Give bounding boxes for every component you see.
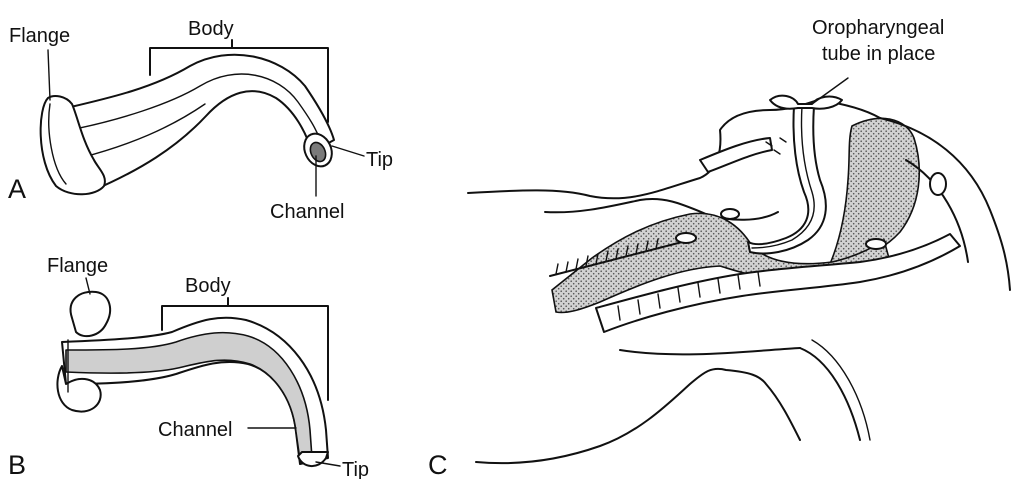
panel-a-tip-leader <box>332 146 364 156</box>
panel-c: Oropharyngeal tube in place C <box>428 17 1010 479</box>
panel-c-caption-line1: Oropharyngeal <box>812 17 944 39</box>
panel-b-body-label: Body <box>185 275 231 297</box>
panel-b: Flange Body Channel Tip B <box>8 255 369 479</box>
panel-a-flange-label: Flange <box>9 25 70 47</box>
panel-b-letter: B <box>8 450 26 479</box>
tube-in-place <box>748 106 826 254</box>
panel-c-sagittal-head-drawing <box>468 96 1010 464</box>
panel-c-letter: C <box>428 450 448 479</box>
panel-a: Flange Body Tip Channel A <box>8 18 393 223</box>
panel-b-flange-label: Flange <box>47 255 108 277</box>
panel-c-caption-line2: tube in place <box>822 43 935 65</box>
panel-a-tip-label: Tip <box>366 149 393 171</box>
panel-b-channel-label: Channel <box>158 419 233 441</box>
panel-a-letter: A <box>8 174 26 204</box>
panel-a-flange-leader <box>48 50 50 100</box>
panel-a-channel-label: Channel <box>270 201 345 223</box>
panel-b-tip-label: Tip <box>342 459 369 479</box>
panel-a-airway-drawing <box>41 55 337 195</box>
panel-a-body-label: Body <box>188 18 234 40</box>
